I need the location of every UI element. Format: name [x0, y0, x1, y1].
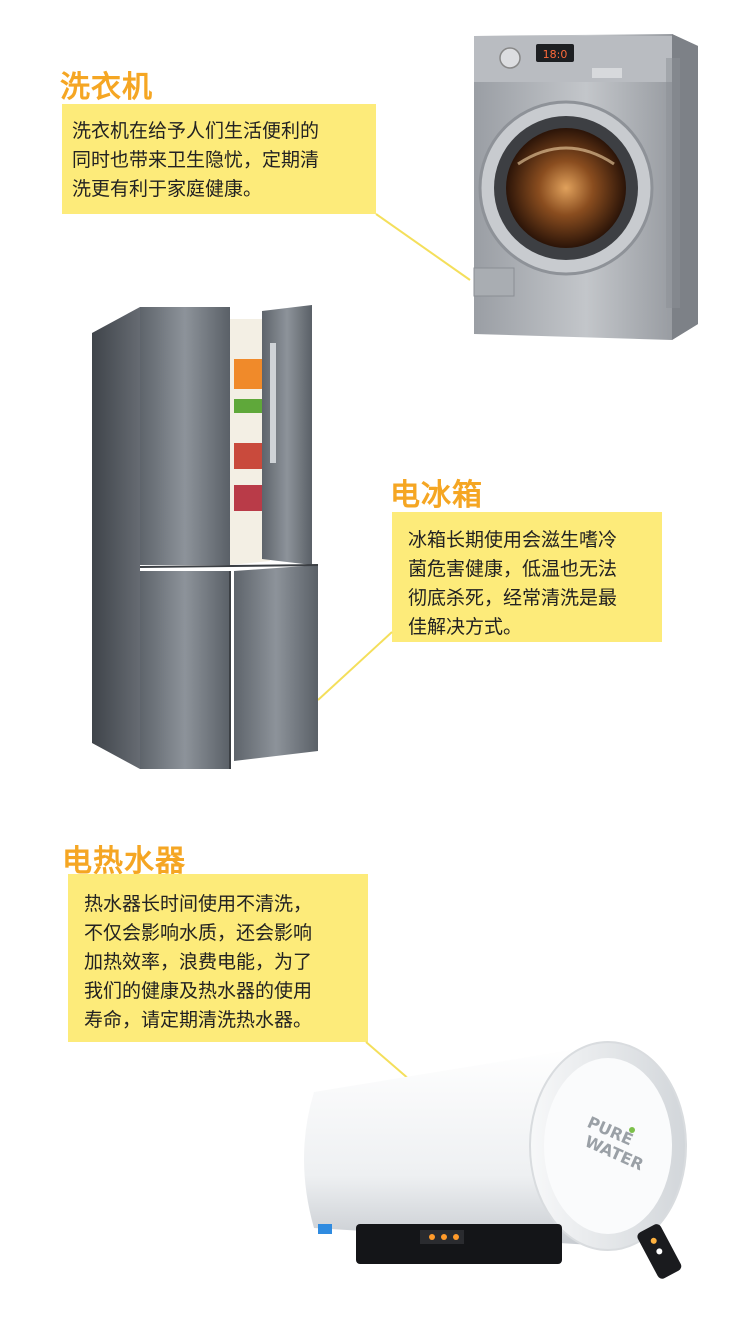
- note-line: 冰箱长期使用会滋生嗜冷: [408, 529, 618, 551]
- note-line: 佳解决方式。: [408, 616, 523, 638]
- note-line: 洗衣机在给予人们生活便利的: [72, 120, 320, 142]
- refrigerator-connector: [317, 631, 393, 701]
- water-heater-image: PURE WATER: [304, 1041, 687, 1279]
- washing-machine-image: 18:0: [473, 34, 698, 340]
- water-heater-title: 电热水器: [62, 844, 186, 879]
- note-line: 不仅会影响水质，还会影响: [84, 922, 313, 944]
- washing-machine-connector: [375, 213, 471, 281]
- note-line: 同时也带来卫生隐忧，定期清: [72, 149, 320, 171]
- note-line: 加热效率，浪费电能，为了: [84, 951, 313, 973]
- note-line: 彻底杀死，经常清洗是最: [408, 587, 618, 609]
- note-line: 洗更有利于家庭健康。: [72, 178, 263, 200]
- water-heater-connector: [365, 1041, 411, 1081]
- note-line: 热水器长时间使用不清洗，: [84, 893, 313, 915]
- refrigerator-note: 冰箱长期使用会滋生嗜冷 菌危害健康，低温也无法 彻底杀死，经常清洗是最 佳解决方…: [392, 512, 662, 642]
- leaf-icon: [629, 1127, 635, 1133]
- note-line: 我们的健康及热水器的使用: [84, 980, 313, 1002]
- note-line: 菌危害健康，低温也无法: [408, 558, 618, 580]
- refrigerator-title: 电冰箱: [390, 478, 483, 513]
- water-heater-note: 热水器长时间使用不清洗， 不仅会影响水质，还会影响 加热效率，浪费电能，为了 我…: [68, 874, 368, 1042]
- washing-machine-title: 洗衣机: [60, 70, 153, 105]
- washing-machine-note: 洗衣机在给予人们生活便利的 同时也带来卫生隐忧，定期清 洗更有利于家庭健康。: [62, 104, 376, 214]
- note-line: 寿命，请定期清洗热水器。: [84, 1009, 313, 1031]
- svg-text:18:0: 18:0: [543, 48, 568, 61]
- remote-control-icon: [637, 1224, 682, 1279]
- refrigerator-image: [92, 305, 319, 769]
